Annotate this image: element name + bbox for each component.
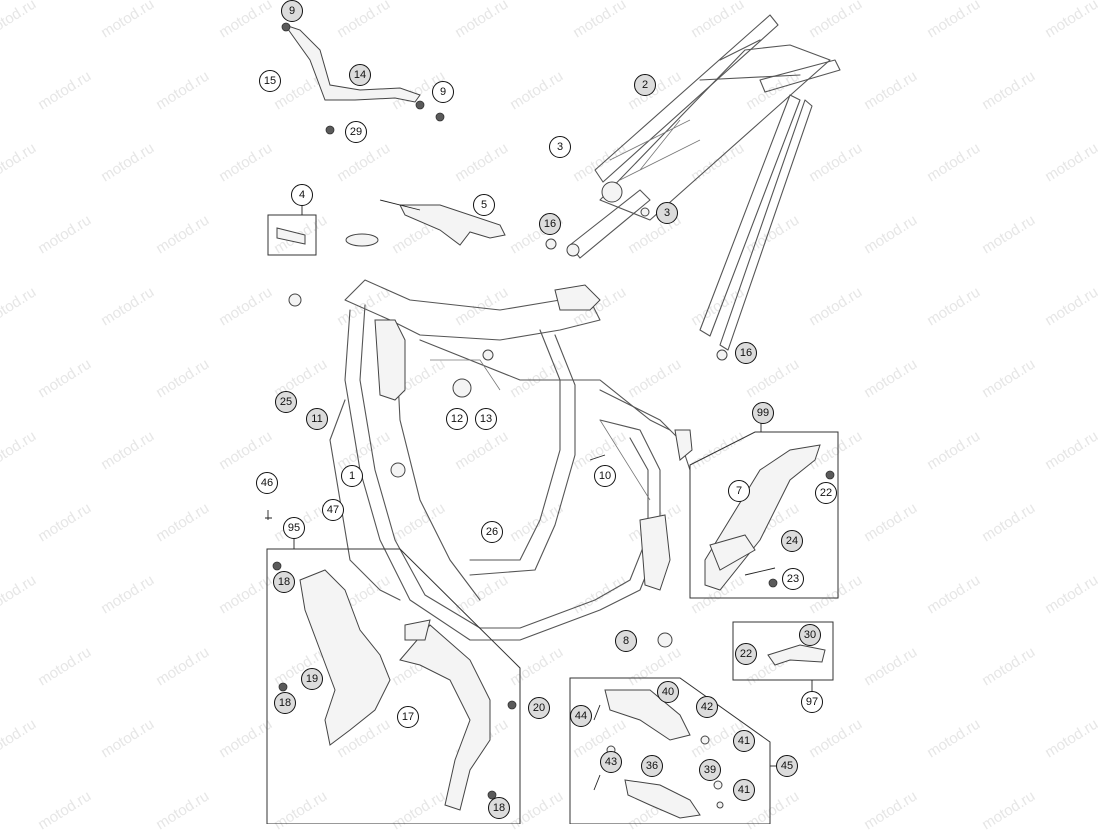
part-callout: 16 (539, 213, 561, 235)
part-callout: 2 (634, 74, 656, 96)
part-callout: 13 (475, 408, 497, 430)
part-callout: 1 (341, 465, 363, 487)
part-callout: 47 (322, 499, 344, 521)
part-callout: 5 (473, 194, 495, 216)
part-4-box (267, 205, 317, 256)
frame-protector-box (266, 538, 521, 824)
part-callout: 97 (801, 691, 823, 713)
part-callout: 8 (615, 630, 637, 652)
box-97 (732, 621, 834, 692)
part-callout: 24 (781, 530, 803, 552)
part-callout: 25 (275, 391, 297, 413)
part-callout: 43 (600, 751, 622, 773)
part-callout: 45 (776, 755, 798, 777)
part-callout: 30 (799, 624, 821, 646)
cable-guide-5 (379, 199, 506, 246)
part-callout: 18 (274, 692, 296, 714)
part-callout: 17 (397, 706, 419, 728)
part-callout: 11 (306, 408, 328, 430)
part-callout: 22 (735, 643, 757, 665)
part-callout: 7 (728, 480, 750, 502)
part-callout: 16 (735, 342, 757, 364)
part-callout: 23 (782, 568, 804, 590)
bracket-14 (281, 22, 445, 135)
part-callout: 95 (283, 517, 305, 539)
part-callout: 46 (256, 472, 278, 494)
part-callout: 15 (259, 70, 281, 92)
part-callout: 26 (481, 521, 503, 543)
part-callout: 36 (641, 755, 663, 777)
part-callout: 14 (349, 64, 371, 86)
part-callout: 39 (699, 759, 721, 781)
part-callout: 3 (656, 202, 678, 224)
part-callout: 20 (528, 697, 550, 719)
part-callout: 18 (273, 571, 295, 593)
part-callout: 42 (696, 696, 718, 718)
part-callout: 40 (657, 681, 679, 703)
part-callout: 29 (345, 121, 367, 143)
part-callout: 41 (733, 779, 755, 801)
part-callout: 18 (488, 797, 510, 819)
part-callout: 44 (570, 705, 592, 727)
part-callout: 41 (733, 730, 755, 752)
part-callout: 9 (281, 0, 303, 22)
part-callout: 3 (549, 136, 571, 158)
part-callout: 19 (301, 668, 323, 690)
part-callout: 22 (815, 482, 837, 504)
part-callout: 9 (432, 81, 454, 103)
part-callout: 10 (594, 465, 616, 487)
part-callout: 99 (752, 402, 774, 424)
subframe (566, 14, 841, 351)
chain-guide-box (689, 420, 839, 599)
part-callout: 12 (446, 408, 468, 430)
part-callout: 4 (291, 184, 313, 206)
main-frame (329, 279, 693, 641)
